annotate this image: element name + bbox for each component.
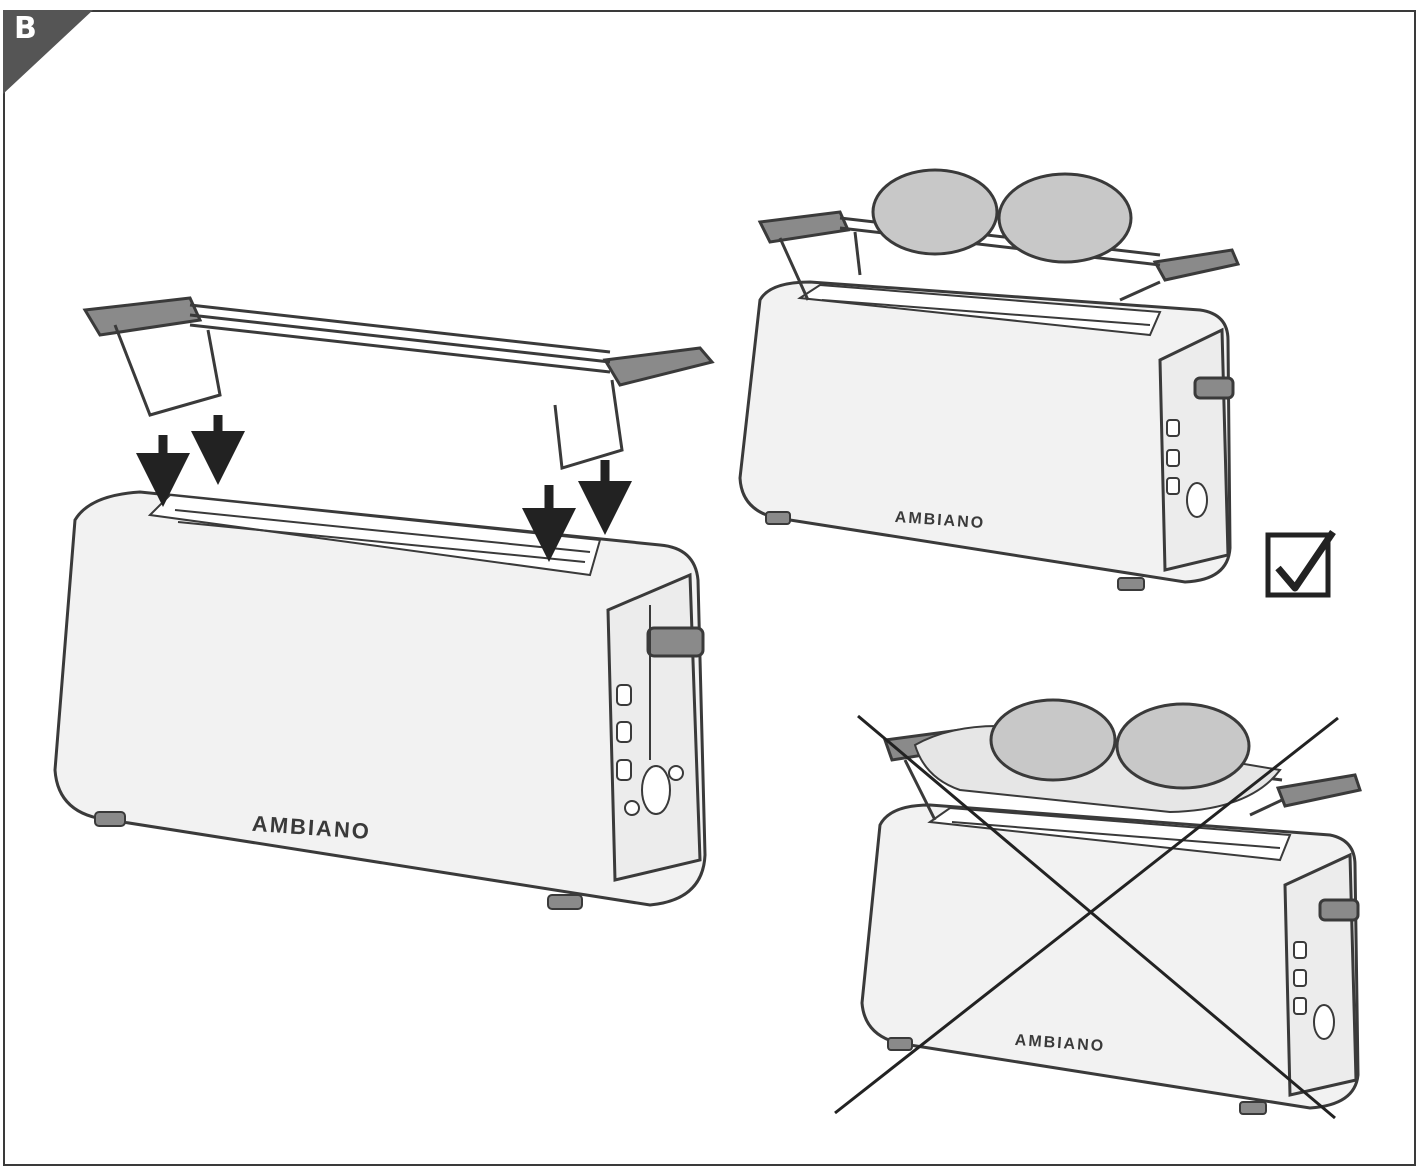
checkbox-checked-icon [1265, 530, 1336, 598]
cross-out-icon [834, 714, 1339, 1120]
toaster-left [53, 490, 707, 910]
bun-rack-left [82, 296, 715, 470]
insert-arrows [136, 415, 632, 562]
figure-label: B [14, 11, 37, 46]
figure-frame [3, 10, 1416, 1166]
toaster-correct [738, 280, 1235, 591]
brand-logo-incorrect: AMBIANO [1014, 1032, 1105, 1055]
bread-rolls-incorrect [989, 698, 1251, 790]
toaster-incorrect [860, 803, 1360, 1115]
brand-logo-correct: AMBIANO [894, 509, 985, 532]
bread-rolls-correct [871, 168, 1133, 264]
